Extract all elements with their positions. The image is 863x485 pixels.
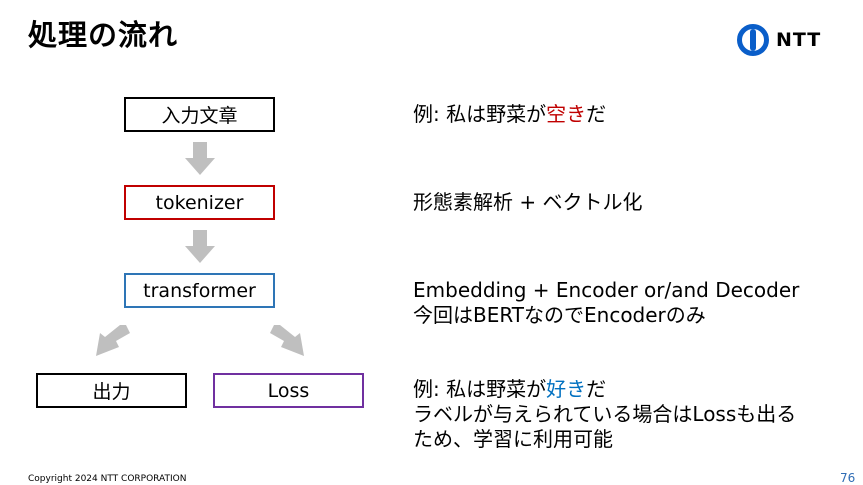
example-input-desc: 例: 私は野菜が空きだ bbox=[413, 102, 606, 127]
slide-title: 処理の流れ bbox=[28, 18, 179, 52]
example1-prefix: 例: 私は野菜が bbox=[413, 102, 547, 126]
example-output-desc: 例: 私は野菜が好きだ ラベルが与えられている場合はLossも出る ため、学習に… bbox=[413, 377, 796, 452]
logo-text: NTT bbox=[776, 29, 822, 51]
transformer-desc-line2: 今回はBERTなのでEncoderのみ bbox=[413, 303, 706, 327]
example2-line1: 例: 私は野菜が好きだ bbox=[413, 377, 796, 402]
input-label: 入力文章 bbox=[161, 105, 238, 127]
output-box: 出力 bbox=[36, 373, 187, 408]
input-box: 入力文章 bbox=[124, 97, 275, 132]
example2-line2: ラベルが与えられている場合はLossも出る bbox=[413, 402, 797, 426]
example2-highlight: 好き bbox=[546, 377, 587, 401]
copyright-footer: Copyright 2024 NTT CORPORATION bbox=[28, 474, 187, 484]
diagonal-down-right-arrow-icon bbox=[270, 325, 304, 356]
down-arrow-icon bbox=[185, 230, 215, 263]
loss-label: Loss bbox=[267, 379, 310, 402]
transformer-label: transformer bbox=[143, 279, 256, 302]
example2-suffix: だ bbox=[586, 377, 607, 401]
example1-suffix: だ bbox=[586, 102, 607, 126]
tokenizer-box: tokenizer bbox=[124, 185, 275, 220]
ntt-logo-icon bbox=[737, 24, 769, 56]
ntt-logo: NTT bbox=[736, 22, 821, 58]
example2-prefix: 例: 私は野菜が bbox=[413, 377, 547, 401]
output-label: 出力 bbox=[92, 381, 131, 403]
tokenizer-label: tokenizer bbox=[155, 191, 244, 214]
loss-box: Loss bbox=[213, 373, 364, 408]
diagonal-down-left-arrow-icon bbox=[96, 325, 130, 356]
transformer-box: transformer bbox=[124, 273, 275, 308]
page-number: 76 bbox=[840, 471, 856, 485]
transformer-desc: Embedding + Encoder or/and Decoder 今回はBE… bbox=[413, 278, 799, 328]
tokenizer-desc: 形態素解析 + ベクトル化 bbox=[413, 190, 643, 214]
example2-line3: ため、学習に利用可能 bbox=[413, 427, 613, 451]
example1-highlight: 空き bbox=[546, 102, 587, 126]
transformer-desc-line1: Embedding + Encoder or/and Decoder bbox=[413, 278, 800, 302]
down-arrow-icon bbox=[185, 142, 215, 175]
